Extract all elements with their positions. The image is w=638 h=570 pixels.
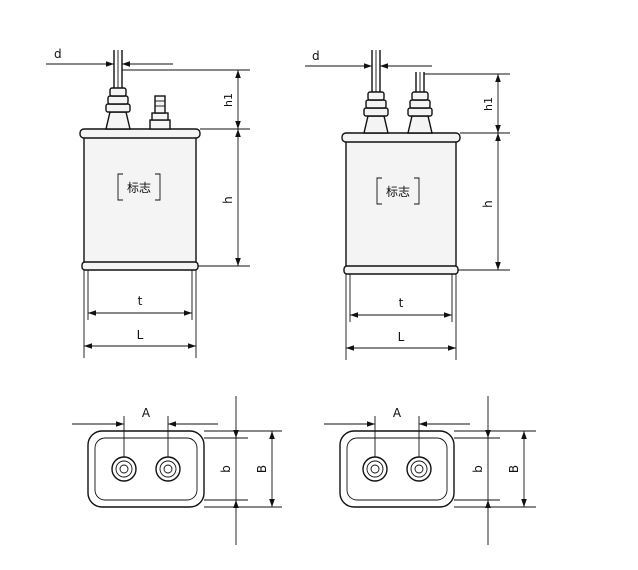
top-outline-inner-right	[346, 437, 448, 501]
top-outline-outer-left	[87, 430, 205, 508]
dimension-b-left: b	[204, 396, 248, 545]
front-view-left: 标志 d h1 h t	[46, 47, 250, 358]
marking-label-left: 标志	[117, 173, 161, 201]
stud-terminal-left	[149, 95, 171, 130]
label-A-left: A	[142, 406, 151, 420]
capacitor-can-left	[83, 132, 197, 267]
dimension-A-right: A	[324, 406, 470, 457]
terminal-circle-left-2	[155, 456, 181, 482]
label-d-left: d	[54, 47, 62, 61]
dimension-A-left: A	[72, 406, 218, 457]
label-A-right: A	[393, 406, 402, 420]
dimension-B-left: B	[204, 430, 282, 508]
marking-text-right: 标志	[386, 185, 410, 199]
dimension-b-right: b	[454, 396, 500, 545]
dimension-d-left: d	[46, 47, 173, 67]
label-B-left: B	[255, 465, 269, 473]
insulated-lead-terminal-left	[105, 50, 131, 130]
top-view-right: A b B	[324, 396, 536, 545]
label-h-left: h	[221, 196, 235, 204]
capacitor-can-right	[345, 136, 457, 272]
label-t-right: t	[399, 296, 404, 310]
terminal-circle-right-2	[406, 456, 432, 482]
top-rim-right	[341, 132, 461, 143]
bottom-rim-right	[343, 265, 459, 275]
front-view-right: 标志 d h1 h t	[305, 49, 510, 360]
dimension-t-right: t	[345, 274, 457, 360]
label-h1-left: h1	[222, 93, 235, 107]
top-view-left: A b B	[72, 396, 282, 545]
label-b-right: b	[471, 465, 485, 473]
marking-label-right: 标志	[376, 177, 420, 205]
label-L-left: L	[137, 328, 144, 342]
label-b-left: b	[219, 465, 233, 473]
label-L-right: L	[398, 330, 405, 344]
dimension-L-right: L	[346, 330, 456, 351]
bottom-rim-left	[81, 261, 199, 271]
dimension-t-left: t	[83, 270, 197, 358]
top-outline-outer-right	[339, 430, 455, 508]
dimension-h-right: h	[458, 133, 510, 271]
dimension-h1-right: h1	[424, 73, 510, 134]
label-B-right: B	[507, 465, 521, 473]
insulated-lead-terminal-right-2	[407, 72, 433, 134]
dimension-B-right: B	[454, 430, 536, 508]
dimension-h-left: h	[198, 129, 250, 267]
dimension-L-left: L	[84, 328, 196, 349]
marking-text-left: 标志	[127, 181, 151, 195]
dimension-d-right: d	[305, 49, 432, 69]
label-d-right: d	[312, 49, 320, 63]
label-t-left: t	[138, 294, 143, 308]
insulated-lead-terminal-right-1	[363, 50, 389, 134]
top-rim-left	[79, 128, 201, 139]
top-outline-inner-left	[94, 437, 198, 501]
label-h1-right: h1	[482, 97, 495, 111]
dimension-h1-left: h1	[122, 69, 250, 130]
terminal-circle-left-1	[111, 456, 137, 482]
terminal-circle-right-1	[362, 456, 388, 482]
label-h-right: h	[481, 200, 495, 208]
